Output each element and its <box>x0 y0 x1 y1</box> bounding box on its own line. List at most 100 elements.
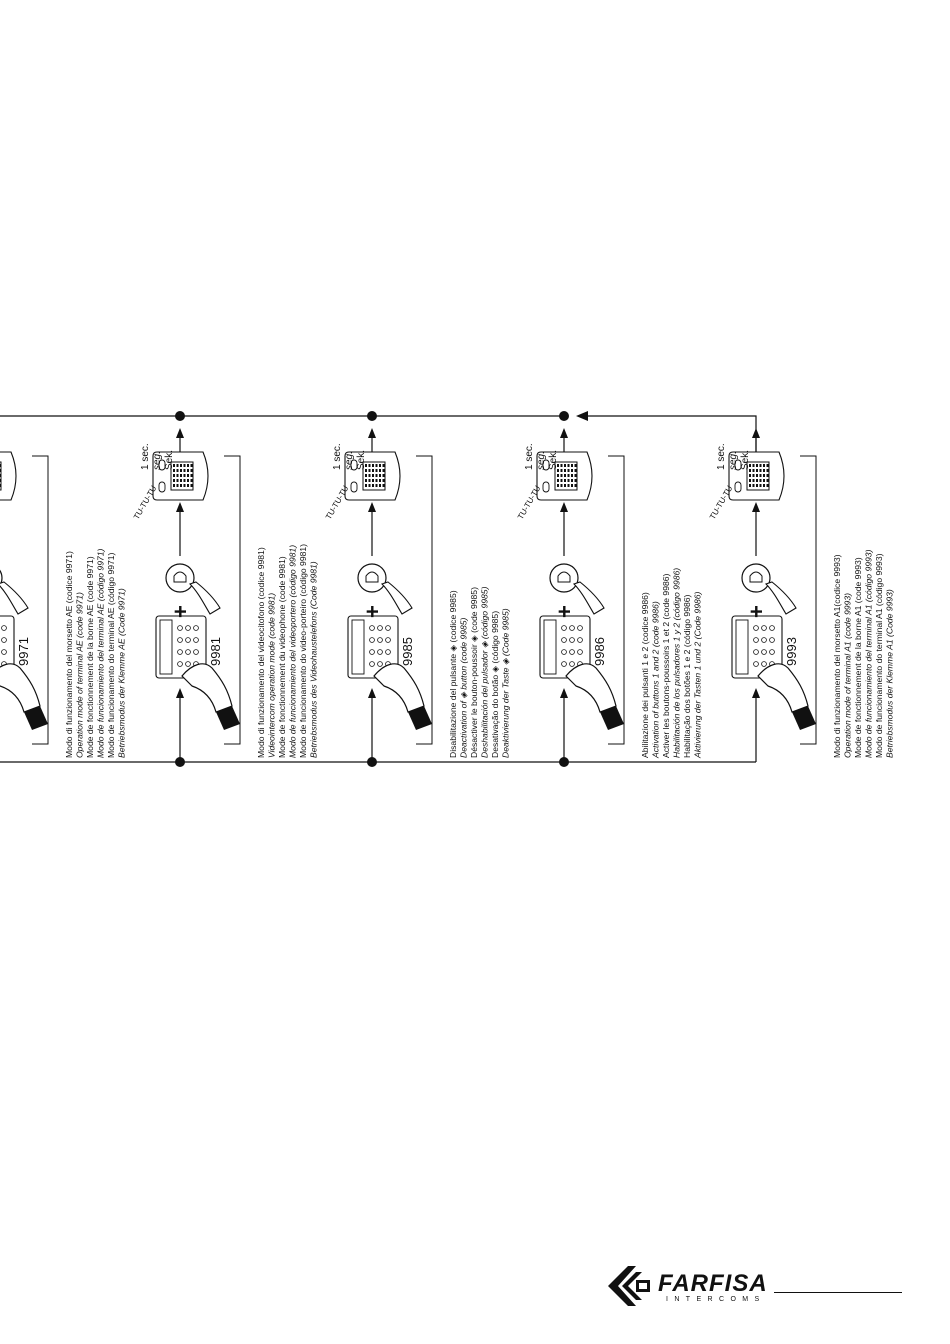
keypad-key <box>577 649 583 655</box>
door-station-icon <box>0 451 17 501</box>
description-line: Deactivation of ◈ button (code 9985) <box>459 617 469 758</box>
step-arrowhead <box>368 688 376 698</box>
timer-arrowhead <box>176 428 184 438</box>
hand-press-icon <box>565 663 624 730</box>
keypad-panel <box>0 615 15 679</box>
timer-arrowhead <box>752 428 760 438</box>
keypad-panel <box>731 615 783 679</box>
description-line: Deshabilitación del pulsador ◈ (código 9… <box>480 586 490 758</box>
description-line: Operation mode of terminal A1 (code 9993… <box>843 593 853 758</box>
farfisa-logo-icon <box>608 1266 650 1306</box>
plus-sign: + <box>744 605 769 618</box>
step-code-label: 9981 <box>208 637 223 666</box>
timer-sec-label: 1 sec. <box>524 443 535 470</box>
keypad-key <box>369 637 375 643</box>
description-line: Modo de funcionamento do video-porteiro … <box>298 544 308 758</box>
description-line: Modo de funcionamento do terminal AE (có… <box>106 552 116 758</box>
description-line: Habilitación de los pulsadores 1 y 2 (có… <box>672 568 682 758</box>
keypad-key <box>753 637 759 643</box>
keypad-key <box>177 637 183 643</box>
timer-seg-label: seg. <box>152 451 163 470</box>
keypad-key <box>377 661 383 667</box>
top-junction-dot <box>559 411 569 421</box>
description-line: Activation of buttons 1 and 2 (code 9986… <box>651 601 661 759</box>
keypad-key <box>753 649 759 655</box>
timer-seg-label: seg. <box>536 451 547 470</box>
description-line: Modo de funcionamiento del terminal A1 (… <box>864 549 874 758</box>
keypad-key <box>369 661 375 667</box>
keypad-key <box>377 637 383 643</box>
timer-seg-label: seg. <box>728 451 739 470</box>
step-arrowhead <box>560 688 568 698</box>
bell-button-icon <box>741 563 797 615</box>
keypad-key <box>561 661 567 667</box>
step-mid-arrowhead <box>752 502 760 512</box>
keypad-key <box>561 625 567 631</box>
logo-rule <box>774 1292 902 1293</box>
keypad-key <box>1 649 7 655</box>
keypad-key <box>561 637 567 643</box>
description-line: Activer les boutons-poussoirs 1 et 2 (co… <box>661 573 671 758</box>
description-bracket <box>608 455 625 745</box>
description-line: Mode de fonctionnement du videophone (co… <box>277 556 287 758</box>
return-arrowhead <box>576 411 588 421</box>
top-junction-dot <box>175 411 185 421</box>
plus-sign: + <box>552 605 577 618</box>
keypad-display <box>735 619 749 675</box>
keypad-key <box>1 625 7 631</box>
description-line: Habilitação dos botões 1 e 2 (código 998… <box>682 594 692 758</box>
plus-sign: + <box>360 605 385 618</box>
description-line: Modo de funcionamiento del videoportero … <box>288 545 298 758</box>
keypad-key <box>185 637 191 643</box>
description-line: Desativação do botão ◈ (código 9985) <box>490 611 500 758</box>
top-junction-dot <box>367 411 377 421</box>
keypad-key <box>761 661 767 667</box>
door-station-icon <box>728 451 785 501</box>
keypad-key <box>569 661 575 667</box>
description-line: Abilitazione dei pulsanti 1 e 2 (codice … <box>640 592 650 758</box>
step-code-label: 9993 <box>784 637 799 666</box>
keypad-key <box>761 625 767 631</box>
step-9971: 9971+TU-TU-TU1 sec.seg.Sek.Modo di funzi… <box>0 451 127 758</box>
keypad-display <box>351 619 365 675</box>
keypad-key <box>769 649 775 655</box>
step-9981: 9981+TU-TU-TU1 sec.seg.Sek.Modo di funzi… <box>132 428 319 762</box>
bell-button-icon <box>165 563 221 615</box>
hand-press-icon <box>181 663 240 730</box>
step-code-label: 9985 <box>400 637 415 666</box>
description-line: Operation mode of terminal AE (code 9971… <box>75 592 85 758</box>
description-bracket <box>224 455 241 745</box>
keypad-key <box>569 637 575 643</box>
plus-sign: + <box>168 605 193 618</box>
description-line: Aktivierung der Tasten 1 und 2 (Code 998… <box>693 591 703 759</box>
description-line: Mode de fonctionnement de la borne A1 (c… <box>853 557 863 758</box>
keypad-panel <box>347 615 399 679</box>
keypad-key <box>769 637 775 643</box>
keypad-key <box>193 649 199 655</box>
timer-sec-label: 1 sec. <box>716 443 727 470</box>
description-line: Betriebsmodus der Klemme A1 (Code 9993) <box>885 589 895 758</box>
keypad-key <box>185 661 191 667</box>
keypad-key <box>385 625 391 631</box>
description-line: Modo di funzionamento del morsetto AE (c… <box>64 551 74 758</box>
keypad-key <box>193 625 199 631</box>
step-code-label: 9986 <box>592 637 607 666</box>
step-arrowhead <box>176 688 184 698</box>
hand-press-icon <box>757 663 816 730</box>
keypad-key <box>753 625 759 631</box>
keypad-key <box>377 625 383 631</box>
timer-sek-label: Sek. <box>164 450 175 470</box>
step-code-label: 9971 <box>16 637 31 666</box>
description-line: Mode de fonctionnement de la borne AE (c… <box>85 556 95 758</box>
keypad-key <box>761 637 767 643</box>
keypad-key <box>377 649 383 655</box>
bell-button-icon <box>0 569 29 615</box>
keypad-display <box>159 619 173 675</box>
description-line: Betriebsmodus der Klemme AE (Code 9971) <box>117 588 127 758</box>
keypad-panel <box>539 615 591 679</box>
hand-press-icon <box>373 663 432 730</box>
tone-label: TU-TU-TU <box>132 484 159 521</box>
keypad-key <box>369 649 375 655</box>
timer-sek-label: Sek. <box>740 450 751 470</box>
description-bracket <box>416 455 433 745</box>
